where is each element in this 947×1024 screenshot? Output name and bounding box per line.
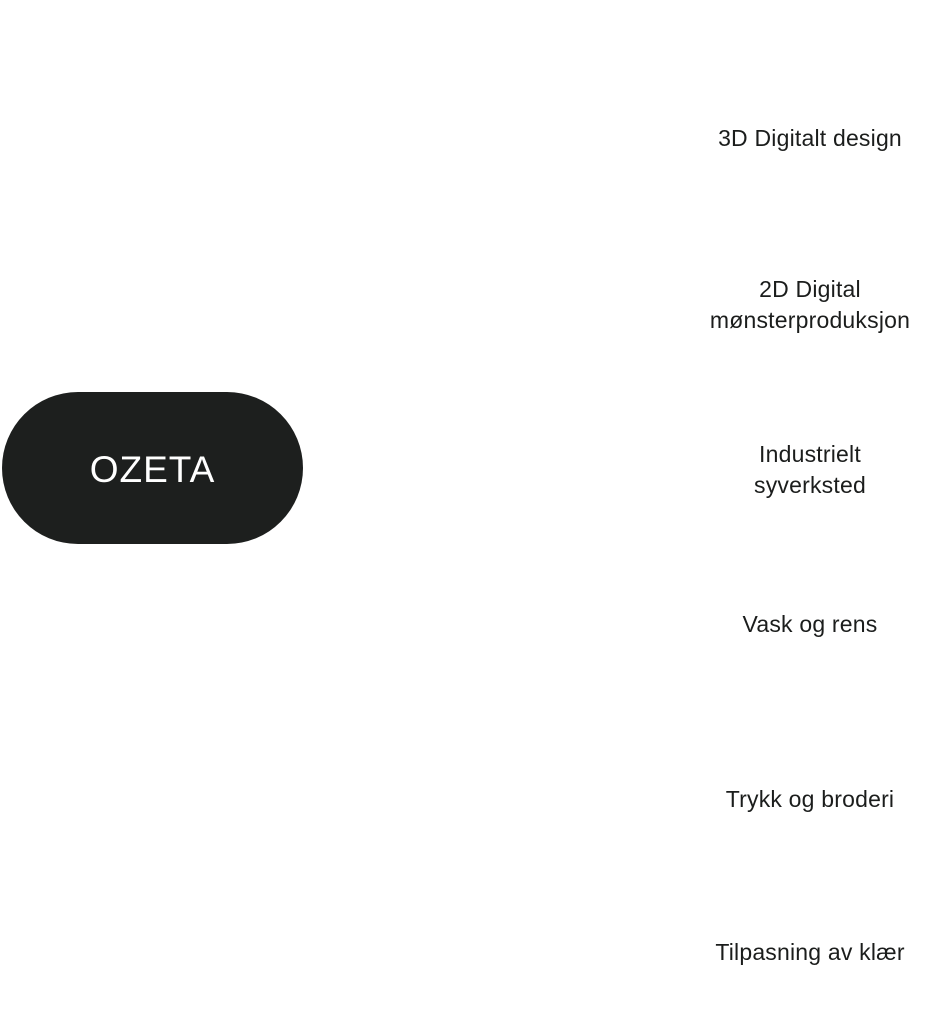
- hub-label: OZETA: [89, 448, 216, 490]
- service-print-and-embroidery: Trykk og broderi: [725, 786, 895, 812]
- service-clothing-alterations: Tilpasning av klær: [715, 939, 905, 965]
- service-industrial-sewing: Industrielt syverksted: [754, 441, 866, 498]
- service-3d-digital-design: 3D Digitalt design: [718, 125, 902, 151]
- service-wash-and-clean: Vask og rens: [742, 611, 878, 637]
- ozeta-hub-node: OZETA: [2, 392, 303, 544]
- service-list: 3D Digitalt design 2D Digital mønsterpro…: [680, 0, 940, 1024]
- service-2d-pattern-production: 2D Digital mønsterproduksjon: [709, 276, 911, 333]
